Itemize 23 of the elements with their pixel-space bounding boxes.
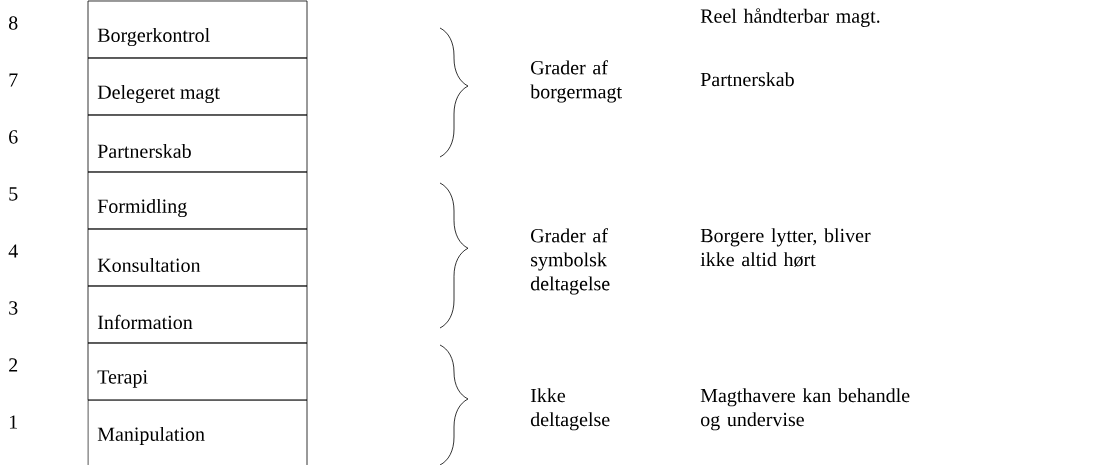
ladder-step-box: Information — [87, 285, 308, 344]
description-text: Reel håndterbar magt. — [700, 8, 880, 27]
rung-number: 1 — [9, 415, 17, 429]
description-text: Borgere lytter, bliver ikke altid hørt — [700, 228, 871, 267]
ladder-step-box: Konsultation — [87, 228, 308, 287]
ladder-step-box: Formidling — [87, 171, 308, 230]
rung-number: 8 — [9, 16, 18, 30]
description-text: Partnerskab — [700, 72, 794, 87]
group-label: Grader af borgermagt — [530, 60, 622, 103]
ladder-step-box: Partnerskab — [87, 114, 308, 173]
rung-number: 3 — [9, 301, 18, 315]
rung-number: 7 — [9, 73, 18, 87]
ladder-step-box: Manipulation — [87, 399, 308, 465]
description-text: Magthavere kan behandle og undervise — [700, 388, 910, 431]
ladder-step-box: Borgerkontrol — [87, 0, 308, 59]
group-label: Ikke deltagelse — [530, 388, 610, 431]
rung-number: 2 — [9, 358, 18, 372]
group-label: Grader af symbolsk deltagelse — [530, 228, 610, 295]
ladder-step-box: Delegeret magt — [87, 57, 308, 116]
ladder-step-box: Terapi — [87, 342, 308, 401]
rung-number: 6 — [9, 130, 18, 144]
rung-number: 4 — [8, 244, 18, 258]
rung-number: 5 — [9, 187, 18, 201]
